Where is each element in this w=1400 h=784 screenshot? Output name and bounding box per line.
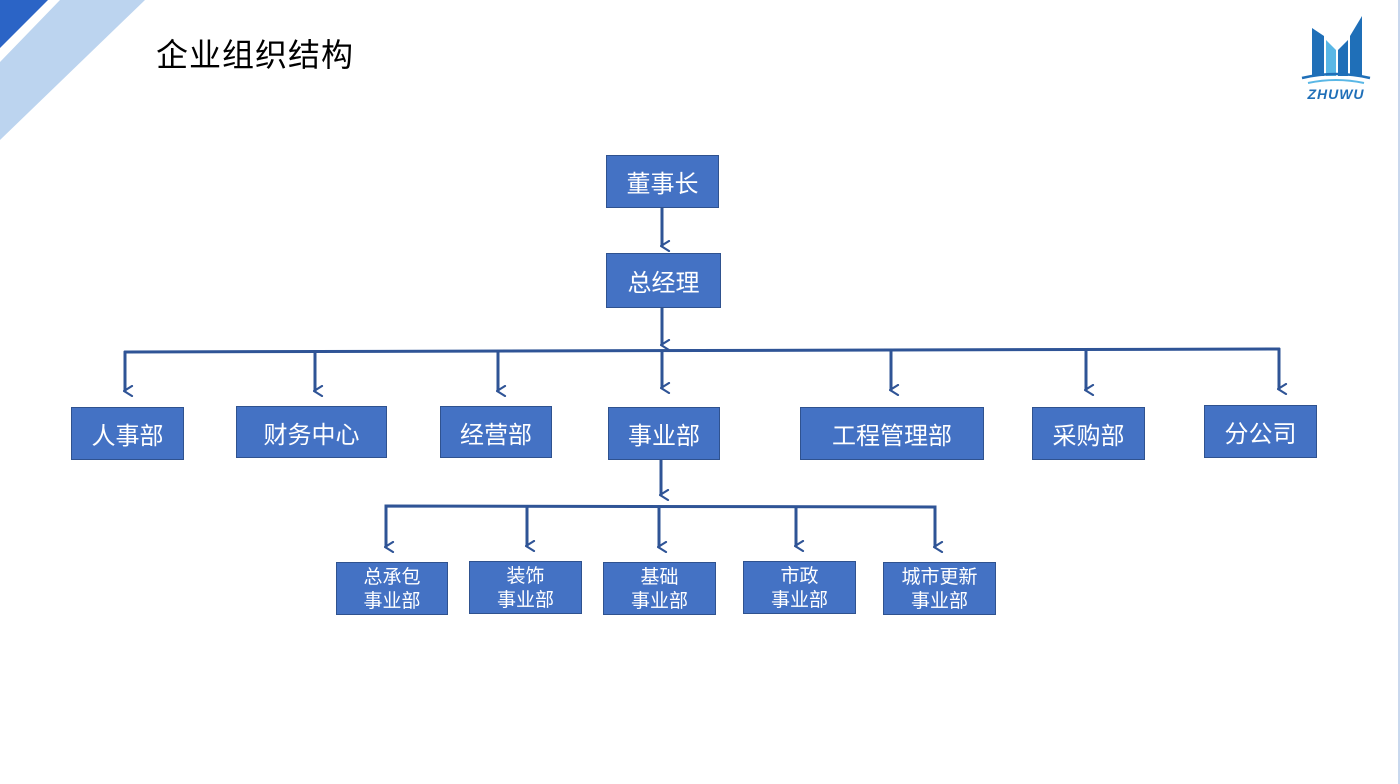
zhuwu-logo-icon xyxy=(1301,16,1371,84)
node-department-operations: 经营部 xyxy=(440,406,552,458)
corner-stripe-dark xyxy=(0,0,48,48)
node-division-general-contracting: 总承包 事业部 xyxy=(336,562,448,615)
corner-stripe-light xyxy=(0,0,145,140)
page-title: 企业组织结构 xyxy=(156,36,355,74)
node-division-decoration: 装饰 事业部 xyxy=(469,561,582,614)
division-label-line2: 事业部 xyxy=(363,589,421,612)
division-label-line1: 市政 xyxy=(780,564,819,587)
node-general-manager: 总经理 xyxy=(606,253,721,308)
department-bus-line xyxy=(123,347,1281,354)
node-department-procurement: 采购部 xyxy=(1032,407,1145,460)
node-department-business: 事业部 xyxy=(608,407,720,460)
logo-text: ZHUWU xyxy=(1307,86,1365,102)
node-department-branch: 分公司 xyxy=(1204,405,1317,458)
node-division-foundation: 基础 事业部 xyxy=(603,562,716,615)
division-label-line2: 事业部 xyxy=(770,588,828,611)
division-label-line2: 事业部 xyxy=(910,589,968,612)
division-label-line1: 基础 xyxy=(640,565,679,588)
node-division-urban-renewal: 城市更新 事业部 xyxy=(883,562,996,615)
right-edge-border xyxy=(1398,0,1400,784)
division-label-line2: 事业部 xyxy=(496,588,554,611)
division-label-line2: 事业部 xyxy=(630,589,688,612)
division-label-line1: 城市更新 xyxy=(901,565,978,588)
division-label-line1: 总承包 xyxy=(363,565,421,588)
node-department-engineering: 工程管理部 xyxy=(800,407,984,460)
corner-decoration xyxy=(0,0,145,140)
node-division-municipal: 市政 事业部 xyxy=(743,561,856,614)
division-label-line1: 装饰 xyxy=(506,564,545,587)
node-department-finance: 财务中心 xyxy=(236,406,387,458)
node-department-hr: 人事部 xyxy=(71,407,184,460)
node-board-chairman: 董事长 xyxy=(606,155,719,208)
